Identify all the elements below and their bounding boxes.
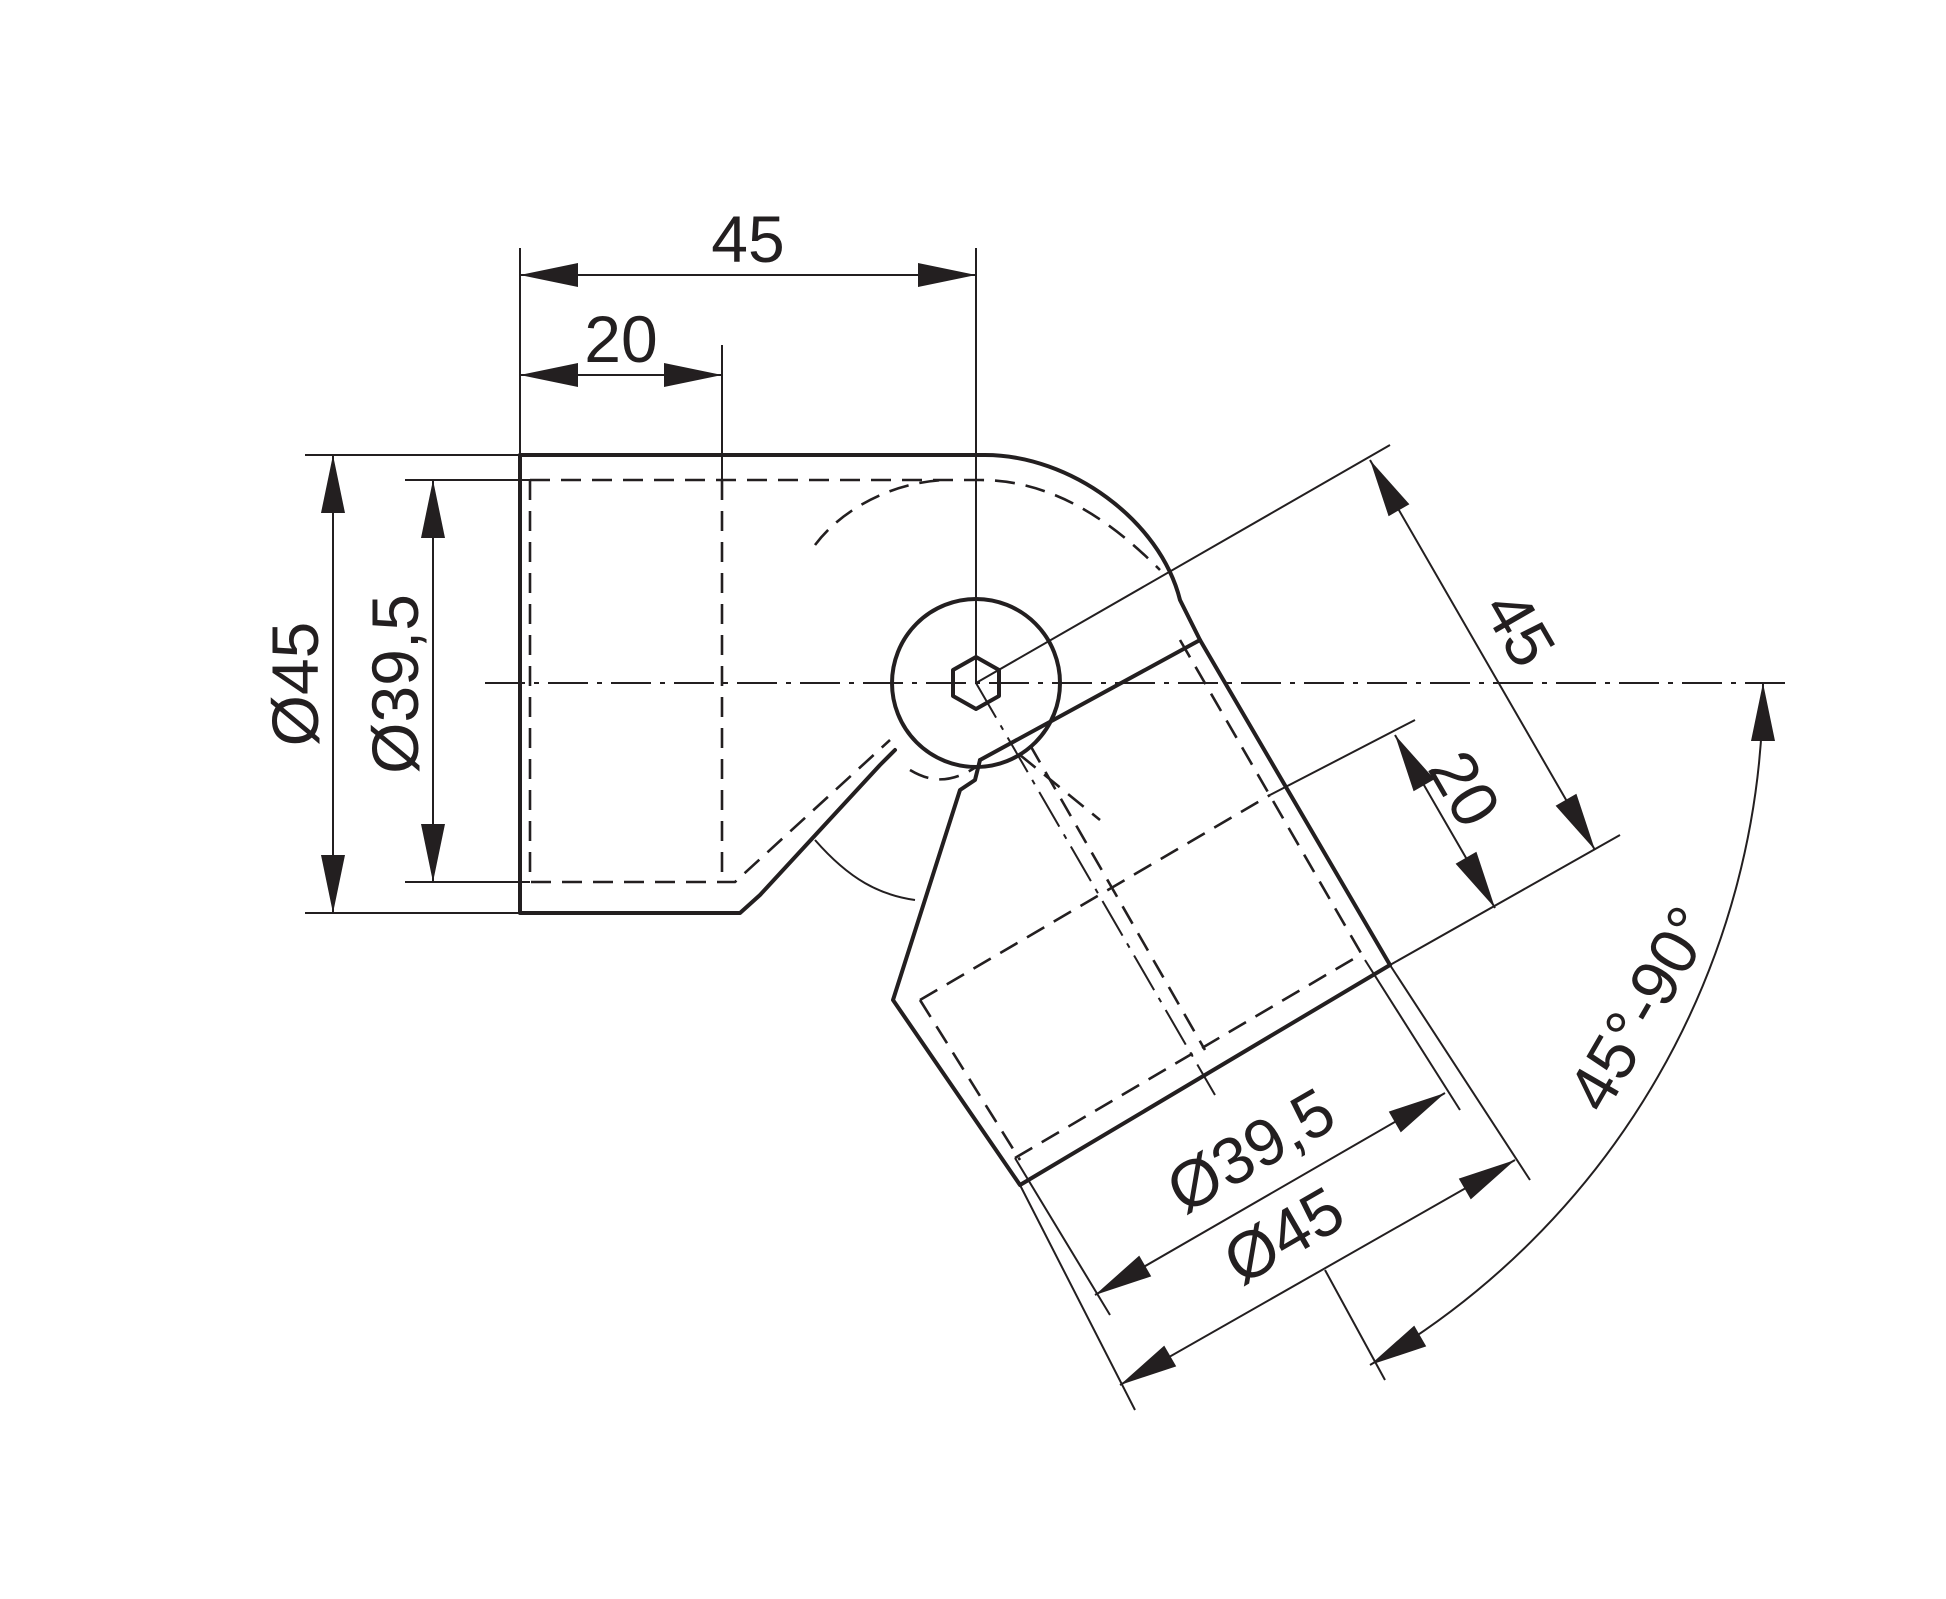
center-lines	[485, 682, 1790, 1096]
part-outline	[518, 453, 1392, 1187]
left-sleeve-outline	[518, 453, 1202, 915]
dim-right-45: 45	[1470, 578, 1571, 679]
dim-top-45: 45	[711, 202, 784, 276]
dim-right-20: 20	[1415, 738, 1516, 839]
dimension-labels: 45 20 Ø45 Ø39,5 45 20 Ø39,5 Ø45 45°-90°	[258, 202, 1728, 1298]
dim-angle-range: 45°-90°	[1553, 894, 1728, 1123]
hinge-arc-lower	[814, 839, 916, 901]
hidden-lines	[528, 478, 1367, 1161]
dimension-lines	[305, 248, 1775, 1411]
dim-left-inner-diameter: Ø39,5	[358, 594, 432, 774]
dim-top-20: 20	[584, 302, 657, 376]
dim-left-outer-diameter: Ø45	[258, 622, 332, 747]
